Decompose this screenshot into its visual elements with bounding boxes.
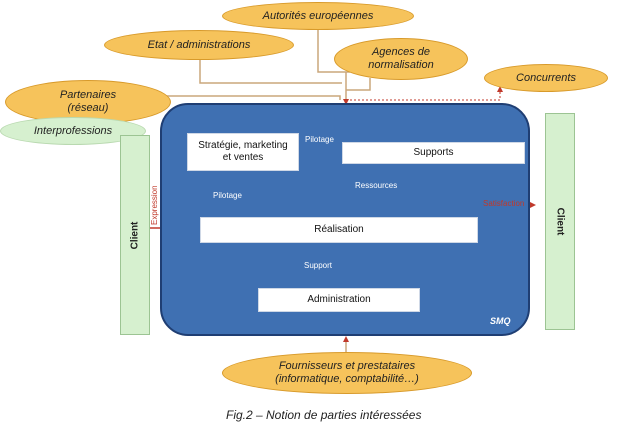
flow-label-pilotage-top: Pilotage: [305, 135, 334, 144]
box-realisation: Réalisation: [200, 217, 478, 243]
stakeholder-autorites: Autorités européennes: [222, 2, 414, 30]
flow-label-pilotage-left: Pilotage: [213, 191, 242, 200]
client-bar-right: Client: [545, 113, 575, 330]
box-administration: Administration: [258, 288, 420, 312]
flow-label-expression: Expression: [150, 185, 159, 225]
client-label-right: Client: [554, 207, 566, 236]
flow-label-satisfaction: Satisfaction: [483, 199, 525, 208]
flow-label-support: Support: [304, 261, 333, 270]
stakeholder-etat: Etat / administrations: [104, 30, 294, 60]
client-label-left: Client: [129, 221, 141, 249]
stakeholder-fournisseurs: Fournisseurs et prestataires (informatiq…: [222, 352, 472, 394]
smq-label: SMQ: [490, 316, 511, 326]
stakeholder-concurrents: Concurrents: [484, 64, 608, 92]
stakeholder-agences: Agences de normalisation: [334, 38, 468, 80]
stakeholder-interprofessions: Interprofessions: [0, 117, 146, 145]
stakeholder-partenaires: Partenaires (réseau): [5, 80, 171, 124]
figure-caption: Fig.2 – Notion de parties intéressées: [226, 408, 422, 422]
box-strategie: Stratégie, marketing et ventes: [187, 133, 299, 171]
box-supports: Supports: [342, 142, 525, 164]
flow-label-ressources: Ressources: [355, 181, 398, 190]
client-bar-left: Client: [120, 135, 150, 335]
